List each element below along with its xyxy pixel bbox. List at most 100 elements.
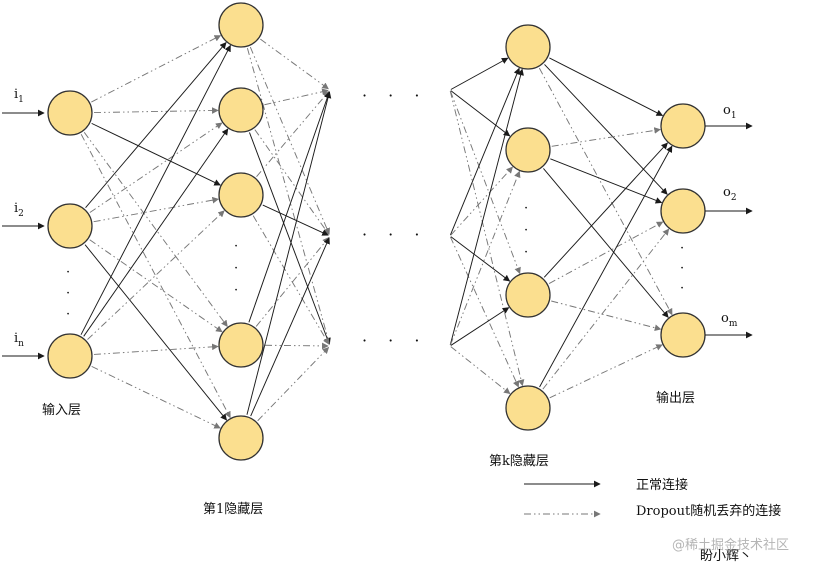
dropout-connection-1 [93, 107, 219, 114]
output-neuron-3 [660, 312, 706, 358]
dropout-connection-16 [249, 46, 330, 235]
hiddenk-ellipsis-3: · [524, 245, 528, 260]
dropout-connection-3 [83, 132, 228, 328]
dropout-connection-26 [264, 342, 329, 350]
input-neuron-3 [47, 333, 93, 379]
dropout-connection-50 [551, 300, 662, 331]
normal-connection-30 [450, 57, 509, 90]
output-neuron-2 [660, 188, 706, 234]
dropout-connection-6 [89, 122, 223, 213]
output-label-1: o1 [723, 103, 737, 121]
dropout-connection-18 [264, 88, 329, 106]
normal-connection-34 [449, 67, 521, 236]
hidden-first-layer-label: 第1隐藏层 [203, 502, 263, 517]
dropout-connection-32 [449, 90, 521, 275]
input-neuron-1 [47, 90, 93, 136]
dropout-connection-35 [450, 166, 513, 236]
output-ellipsis-3: · [680, 281, 684, 296]
normal-connection-2 [91, 122, 221, 186]
input-ellipsis-3: · [66, 307, 70, 322]
neurons [47, 2, 706, 461]
input-neuron-2 [47, 203, 93, 249]
dropout-connection-37 [449, 236, 520, 388]
normal-connection-36 [450, 236, 511, 282]
legend: 正常连接 Dropout随机丢弃的连接 [524, 477, 781, 519]
legend-dropout-label: Dropout随机丢弃的连接 [636, 503, 781, 519]
output-ellipsis-2: · [680, 261, 684, 276]
dropout-connection-52 [542, 228, 670, 390]
normal-connection-9 [84, 244, 227, 421]
hiddenk-neuron-2 [505, 127, 551, 173]
dropout-connection-14 [91, 365, 221, 429]
normal-connection-42 [549, 57, 664, 116]
output-label-2: o2 [723, 185, 737, 203]
dropout-connection-15 [260, 38, 329, 90]
layer-ellipsis-top: · · · [362, 86, 427, 105]
input-label-1: i1 [14, 87, 24, 105]
dropout-connection-0 [91, 35, 222, 103]
output-neuron-1 [660, 103, 706, 149]
input-ellipsis-1: · [66, 265, 70, 280]
watermark: @稀土掘金技术社区 [672, 537, 789, 553]
hidden1-neuron-4 [218, 322, 264, 368]
normal-connection-31 [450, 90, 511, 137]
hidden1-ellipsis-2: · [234, 261, 238, 276]
normal-connection-47 [543, 168, 669, 318]
dropout-connection-49 [548, 221, 664, 284]
hidden1-neuron-2 [218, 87, 264, 133]
hiddenk-neuron-3 [505, 272, 551, 318]
hidden1-neuron-3 [218, 172, 264, 218]
dropout-connection-39 [449, 170, 521, 346]
dropout-connection-44 [538, 67, 673, 316]
input-arrows [2, 109, 45, 360]
normal-connection-51 [539, 145, 673, 388]
normal-connection-27 [246, 91, 332, 415]
normal-connection-48 [543, 142, 668, 278]
hidden1-ellipsis-3: · [234, 283, 238, 298]
hidden1-neuron-5 [218, 415, 264, 461]
hiddenk-neuron-4 [505, 385, 551, 431]
dropout-connection-45 [551, 127, 661, 147]
dropout-connection-29 [257, 346, 330, 422]
vertical-ellipses: · · · · · · · · · · · · [66, 201, 684, 322]
normal-connection-24 [248, 91, 331, 323]
hidden-k-layer-label: 第k隐藏层 [489, 454, 549, 469]
input-label-n: in [14, 331, 24, 349]
hidden1-ellipsis-1: · [234, 239, 238, 254]
input-label-2: i2 [14, 201, 24, 219]
output-ellipsis-1: · [680, 241, 684, 256]
dropout-connection-41 [450, 346, 511, 395]
dropout-connection-33 [449, 90, 525, 387]
hidden1-neuron-1 [218, 2, 264, 48]
hiddenk-neuron-1 [505, 24, 551, 70]
normal-connection-20 [249, 132, 331, 345]
layer-ellipsis-mid: · · · [362, 225, 427, 244]
dropout-connection-7 [93, 196, 220, 223]
dropout-connection-8 [89, 239, 223, 333]
hiddenk-ellipsis-1: · [524, 201, 528, 216]
dropout-connection-23 [252, 215, 330, 345]
normal-connection-28 [250, 237, 330, 417]
output-layer-label: 输出层 [656, 390, 695, 406]
dropout-connection-12 [87, 210, 225, 340]
normal-connection-38 [449, 68, 524, 346]
output-arrows [705, 122, 753, 339]
hiddenk-ellipsis-2: · [524, 223, 528, 238]
dropout-connection-25 [255, 237, 330, 327]
dropout-connection-17 [246, 48, 332, 345]
dropout-connection-53 [549, 344, 663, 399]
normal-connection-46 [550, 158, 663, 204]
legend-normal-label: 正常连接 [636, 477, 688, 493]
normal-connection-43 [544, 64, 668, 195]
dropout-connection-4 [80, 134, 231, 419]
input-layer-label: 输入层 [42, 402, 81, 418]
dropout-connection-13 [93, 343, 219, 355]
output-label-m: om [721, 311, 738, 329]
normal-connection-22 [262, 204, 329, 236]
normal-connection-10 [80, 44, 231, 335]
normal-connection-11 [83, 128, 229, 337]
normal-connection-40 [450, 307, 510, 346]
normal-connection-5 [85, 42, 227, 209]
